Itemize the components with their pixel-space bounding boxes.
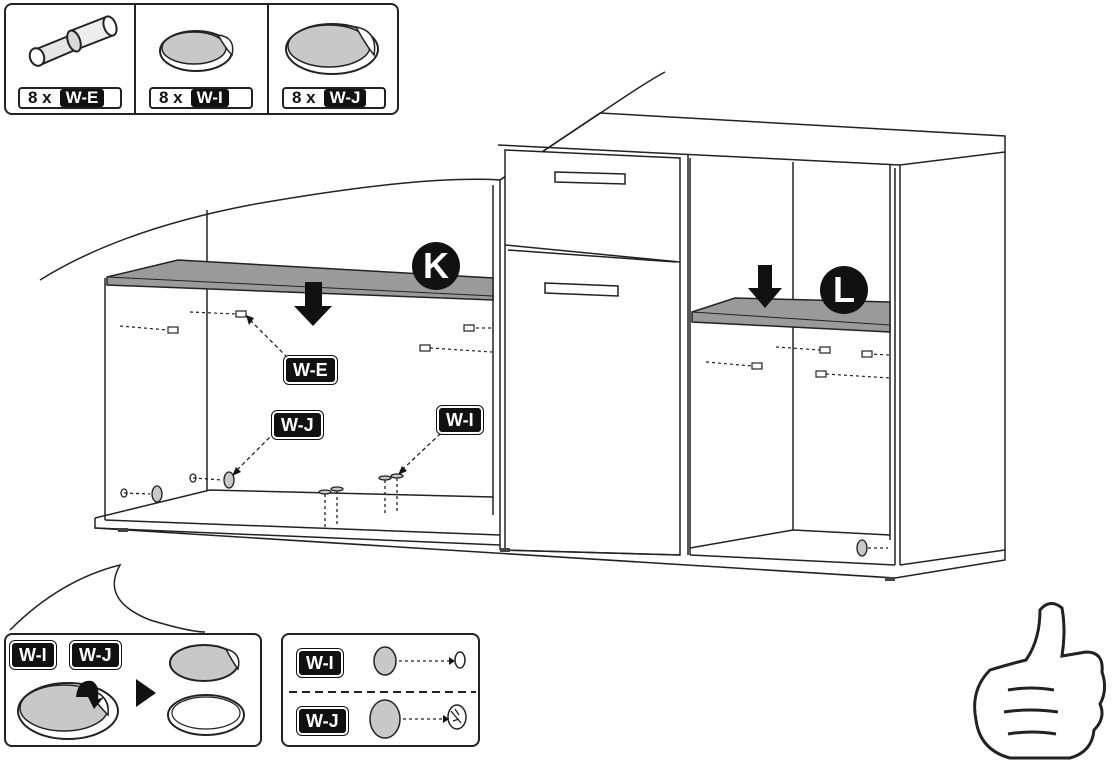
peel-pad-illustration	[17, 644, 245, 740]
pad-placement-panel: W-I W-J	[281, 633, 480, 747]
shelf-label-l: L	[820, 266, 868, 314]
peel-tag-wj: W-J	[70, 641, 121, 669]
placement-tag-wj: W-J	[297, 707, 348, 735]
part-qty-wj: 8 x W-J	[282, 87, 386, 109]
part-code: W-J	[323, 89, 367, 107]
part-code: W-I	[190, 89, 229, 107]
shelf-k	[106, 259, 494, 301]
part-qty-text: 8 x	[159, 88, 183, 107]
peel-instruction-panel: W-I W-J	[4, 633, 262, 747]
parts-divider	[134, 5, 136, 113]
part-qty-text: 8 x	[292, 88, 316, 107]
part-qty-wi: 8 x W-I	[149, 87, 253, 109]
shelf-label-k: K	[412, 242, 460, 290]
dowel-pin-icon	[28, 15, 118, 67]
parts-divider	[267, 5, 269, 113]
thumbs-up-icon	[973, 602, 1107, 760]
pads-on-base	[120, 471, 888, 557]
peel-tag-wi: W-I	[10, 641, 56, 669]
down-arrow-icon	[294, 282, 332, 326]
small-felt-pad-icon	[159, 30, 234, 72]
dowel-pins	[119, 310, 891, 379]
part-qty-text: 8 x	[28, 88, 52, 107]
part-code: W-E	[59, 89, 105, 107]
play-arrow-icon	[136, 679, 156, 707]
parts-panel: 8 x W-E 8 x W-I 8 x W-J	[4, 3, 399, 115]
down-arrow-icon	[748, 265, 782, 308]
large-felt-pad-icon	[285, 23, 379, 75]
callout-we: W-E	[284, 356, 337, 384]
callout-wi: W-I	[437, 406, 483, 434]
callout-wj: W-J	[272, 411, 323, 439]
placement-illustration	[289, 646, 476, 739]
part-qty-we: 8 x W-E	[18, 87, 122, 109]
curved-arrow-icon	[76, 680, 104, 709]
placement-tag-wi: W-I	[297, 649, 343, 677]
